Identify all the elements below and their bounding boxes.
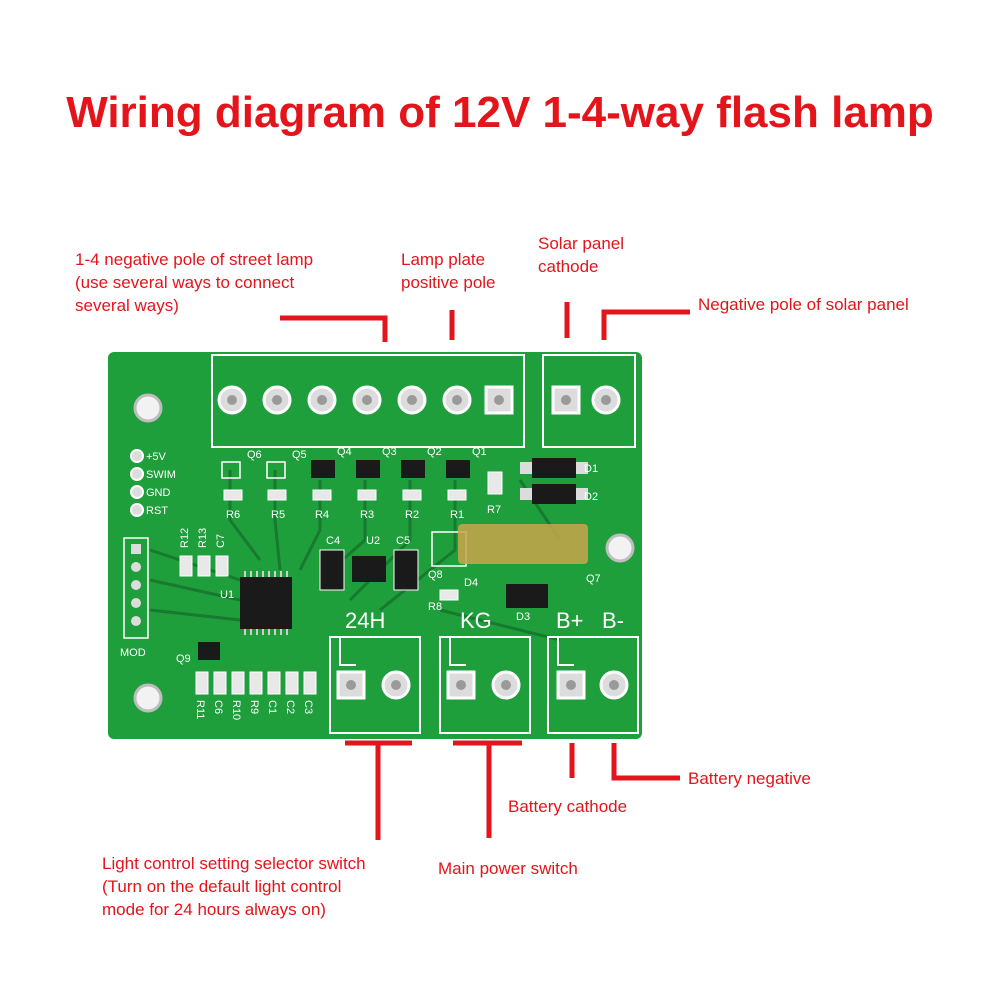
mounting-holes — [133, 393, 635, 713]
label-q2: Q2 — [427, 446, 442, 458]
terminal-24h — [329, 636, 421, 734]
programming-header — [130, 449, 144, 517]
label-r2: R2 — [405, 509, 419, 521]
resistor-row — [223, 489, 467, 501]
label-u1: U1 — [220, 589, 234, 601]
resistor-r7 — [487, 471, 503, 495]
diodes-d1-d2 — [520, 458, 588, 504]
label-b-minus: B- — [602, 608, 624, 633]
pcb-board — [108, 352, 642, 739]
bottom-passive-row — [195, 671, 317, 695]
bottom-terminal-blocks — [329, 636, 639, 734]
label-r1: R1 — [450, 509, 464, 521]
diode-d3 — [506, 584, 548, 608]
capacitor-c4 — [319, 549, 345, 591]
mod-header — [123, 537, 149, 639]
leader-solar-negative — [601, 309, 690, 340]
label-d2: D2 — [584, 491, 598, 503]
label-c6: C6 — [212, 700, 224, 714]
label-c2: C2 — [284, 700, 296, 714]
label-pin-5v: +5V — [146, 451, 167, 463]
small-passives-left — [179, 555, 229, 577]
label-r10: R10 — [230, 700, 242, 720]
transistor-q9 — [198, 642, 220, 660]
label-battery-negative: Battery negative — [688, 769, 811, 788]
capacitor-c5 — [393, 549, 419, 591]
label-q1: Q1 — [472, 446, 487, 458]
label-q9: Q9 — [176, 653, 191, 665]
label-r11: R11 — [194, 700, 206, 719]
regulator-u2 — [352, 556, 386, 582]
label-q7: Q7 — [586, 573, 601, 585]
label-mod: MOD — [120, 647, 146, 659]
label-r6: R6 — [226, 509, 240, 521]
label-c1: C1 — [266, 700, 278, 714]
label-c4: C4 — [326, 535, 340, 547]
label-b-plus: B+ — [556, 608, 584, 633]
label-d1: D1 — [584, 463, 598, 475]
label-c5: C5 — [396, 535, 410, 547]
label-r12: R12 — [179, 528, 191, 548]
label-battery-cathode: Battery cathode — [508, 797, 628, 816]
label-r8: R8 — [428, 601, 442, 613]
label-lamp-plate-positive: Lamp plate positive pole — [401, 250, 496, 292]
label-d4: D4 — [464, 577, 478, 589]
label-r4: R4 — [315, 509, 329, 521]
label-r9: R9 — [248, 700, 260, 714]
label-pin-swim: SWIM — [146, 469, 176, 481]
label-main-power-switch: Main power switch — [438, 859, 578, 878]
solar-terminal-block — [542, 354, 636, 448]
label-d3: D3 — [516, 611, 530, 623]
label-r13: R13 — [197, 528, 209, 548]
label-c7: C7 — [215, 534, 227, 548]
solar-terminal-pads — [551, 385, 621, 415]
label-pin-rst: RST — [146, 505, 168, 517]
label-q5: Q5 — [292, 449, 307, 461]
page-title: Wiring diagram of 12V 1-4-way flash lamp — [66, 88, 934, 137]
chip-u1 — [240, 577, 292, 629]
lamp-terminal-block — [211, 354, 525, 448]
resistor-r8 — [439, 589, 459, 601]
label-q3: Q3 — [382, 446, 397, 458]
label-r3: R3 — [360, 509, 374, 521]
label-r5: R5 — [271, 509, 285, 521]
label-street-lamp-negative: 1-4 negative pole of street lamp (use se… — [75, 250, 314, 315]
label-q6: Q6 — [247, 449, 262, 461]
inductor-component — [458, 524, 588, 564]
lamp-terminal-pads — [217, 385, 514, 415]
label-r7: R7 — [487, 504, 501, 516]
terminal-battery — [547, 636, 639, 734]
mosfet-row — [221, 460, 470, 479]
chip-u1-pins — [244, 571, 288, 635]
label-q8: Q8 — [428, 569, 443, 581]
label-c3: C3 — [302, 700, 314, 714]
label-q4: Q4 — [337, 446, 352, 458]
label-light-control-switch: Light control setting selector switch (T… — [102, 854, 366, 919]
label-kg: KG — [460, 608, 492, 633]
label-u2: U2 — [366, 535, 380, 547]
label-solar-panel-negative: Negative pole of solar panel — [698, 295, 909, 314]
leader-street-lamp — [280, 315, 388, 342]
leader-battery-negative — [611, 743, 680, 781]
leader-lines — [280, 302, 690, 840]
label-pin-gnd: GND — [146, 487, 171, 499]
label-24h: 24H — [345, 608, 385, 633]
mod-header-pins — [131, 544, 141, 626]
terminal-kg — [439, 636, 531, 734]
label-solar-panel-cathode: Solar panel cathode — [538, 234, 625, 276]
